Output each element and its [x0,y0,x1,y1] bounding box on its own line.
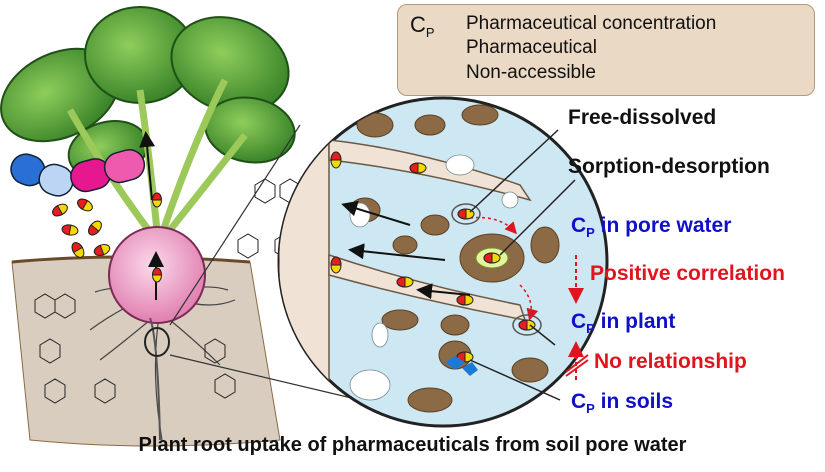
no-relationship-strike [565,354,589,377]
stem-arrow [139,131,156,201]
positive-correlation-label: Positive correlation [590,262,785,285]
chemical-structures [34,178,301,404]
cp-pore-water-label: CP in pore water [571,214,732,241]
zoom-line-bottom [169,354,361,401]
legend-cp-symbol: CP [410,12,435,40]
pharmaceutical-pills [52,192,163,283]
taproot [149,317,161,441]
pink-capsule-icon [70,149,146,193]
free-dissolved-label: Free-dissolved [568,106,717,129]
legend-cp-label: Pharmaceutical concentration [466,13,717,34]
figure-caption: Plant root uptake of pharmaceuticals fro… [138,434,687,456]
sorption-desorption-label: Sorption-desorption [568,155,770,178]
zoom-source-circle [144,327,170,357]
zoom-line-top [169,124,301,326]
legend-nonaccess-label: Non-accessible [466,62,596,83]
leader-lines [469,129,576,401]
cp-soils-label: CP in soils [571,390,674,417]
magnified-soil-view [277,96,609,428]
blue-capsule-icon [10,153,74,197]
cp-plant-label: CP in plant [571,310,676,337]
legend-pharma-label: Pharmaceutical [466,37,597,58]
legend-box [397,4,815,96]
no-relationship-label: No relationship [594,350,747,373]
